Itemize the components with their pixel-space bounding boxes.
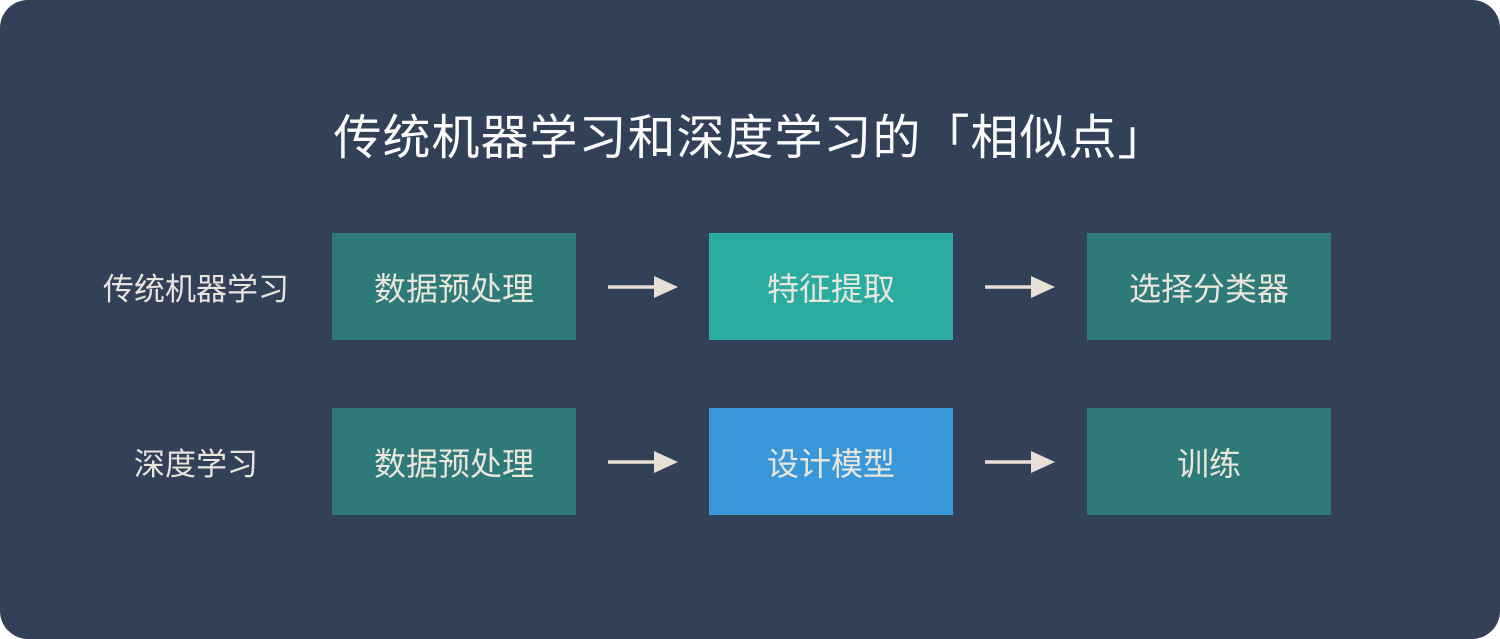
arrow-zone <box>576 408 709 515</box>
arrow-right-icon <box>607 450 678 473</box>
diagram-title: 传统机器学习和深度学习的「相似点」 <box>333 110 1167 166</box>
row-deep-learning: 深度学习 数据预处理 设计模型 训练 <box>0 408 1500 515</box>
step-box-data-preprocessing: 数据预处理 <box>332 408 576 515</box>
step-box-feature-extraction: 特征提取 <box>709 233 953 340</box>
arrow-zone <box>953 233 1087 340</box>
arrow-zone <box>953 408 1087 515</box>
row-traditional-ml: 传统机器学习 数据预处理 特征提取 选择分类器 <box>0 233 1500 340</box>
step-box-design-model: 设计模型 <box>709 408 953 515</box>
step-box-training: 训练 <box>1087 408 1331 515</box>
arrow-zone <box>576 233 709 340</box>
arrow-right-icon <box>985 450 1055 473</box>
row-label-deep-learning: 深度学习 <box>134 447 258 483</box>
step-box-choose-classifier: 选择分类器 <box>1087 233 1331 340</box>
arrow-right-icon <box>607 275 678 298</box>
step-box-data-preprocessing: 数据预处理 <box>332 233 576 340</box>
arrow-right-icon <box>985 275 1055 298</box>
row-label-traditional-ml: 传统机器学习 <box>103 272 289 308</box>
